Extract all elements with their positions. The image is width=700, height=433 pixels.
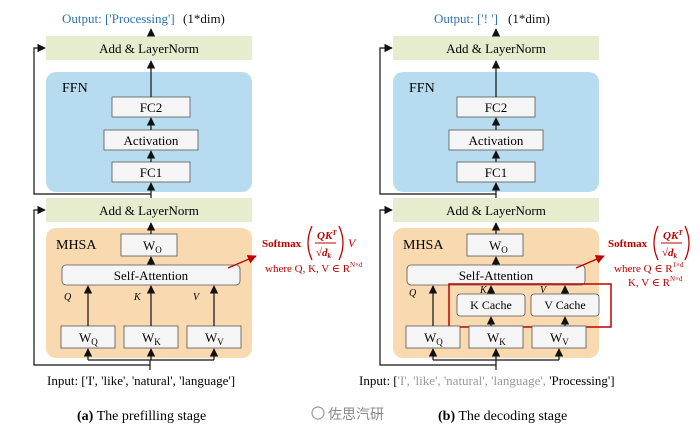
self-attention-label-b: Self-Attention	[459, 268, 534, 283]
sqrt-dk-a: √dk	[316, 247, 332, 260]
v-label: V	[193, 292, 201, 303]
weibo-icon	[311, 406, 325, 420]
softmax-arrow-a	[227, 255, 257, 269]
q-label-b: Q	[409, 288, 417, 299]
qk-numerator-a: QKT	[317, 229, 337, 242]
wo-box	[120, 233, 178, 257]
output-label: Output: ['Processing']	[62, 11, 175, 26]
mhsa-label-b: MHSA	[403, 238, 444, 253]
sqrt-dk-b: √dk	[662, 247, 678, 260]
fc1-label: FC1	[140, 165, 162, 180]
k-cache-label: K Cache	[470, 298, 512, 312]
mhsa-label: MHSA	[56, 238, 97, 253]
qk-numerator-b: QKT	[663, 229, 683, 242]
softmax-where-b1: where Q ∈ R1×d	[614, 261, 684, 275]
arrows-panel-b	[379, 28, 570, 370]
mid-add-layernorm-box-b	[393, 198, 599, 222]
output-label-b: Output: ['! ']	[434, 11, 498, 26]
softmax-where-a: where Q, K, V ∈ RN×d	[265, 261, 363, 275]
wv-label: WV	[205, 330, 224, 347]
wq-label: WQ	[79, 330, 98, 347]
mid-add-layernorm-label: Add & LayerNorm	[99, 203, 199, 218]
mid-add-layernorm-box	[46, 198, 252, 222]
wo-label-b: WO	[489, 238, 508, 255]
softmax-word-a: Softmax	[262, 238, 302, 250]
mhsa-block-b	[393, 228, 599, 358]
ffn-label-b: FFN	[409, 81, 435, 96]
q-label: Q	[64, 292, 72, 303]
softmax-where-b2: K, V ∈ RN×d	[628, 275, 683, 289]
top-add-layernorm-label: Add & LayerNorm	[99, 41, 199, 56]
watermark-text: 佐思汽研	[328, 407, 384, 423]
mid-add-layernorm-label-b: Add & LayerNorm	[446, 203, 546, 218]
caption-b: (b) The decoding stage	[438, 409, 567, 424]
wq-label-b: WQ	[424, 330, 443, 347]
softmax-arrow-b	[575, 255, 605, 269]
k-label-b: K	[479, 285, 488, 296]
input-label-b: Input: ['I', 'like', 'natural', 'languag…	[359, 373, 615, 388]
wk-label-b: WK	[487, 330, 506, 347]
ffn-label: FFN	[62, 81, 88, 96]
self-attention-label: Self-Attention	[114, 268, 189, 283]
panel-decoding: Output: ['! '] (1*dim) Add & LayerNorm F…	[359, 11, 690, 424]
softmax-word-b: Softmax	[608, 238, 648, 250]
fc2-label: FC2	[140, 100, 162, 115]
wv-box-b	[531, 325, 587, 349]
softmax-formula-a: Softmax QKT √dk V where Q, K, V ∈ RN×d	[262, 225, 363, 275]
k-label: K	[133, 292, 142, 303]
fc2-label-b: FC2	[485, 100, 507, 115]
wk-box-b	[468, 325, 524, 349]
activation-label: Activation	[124, 133, 179, 148]
fc1-label-b: FC1	[485, 165, 507, 180]
kv-cache-highlight	[448, 283, 612, 328]
v-label-b: V	[540, 285, 548, 296]
input-label: Input: ['I', 'like', 'natural', 'languag…	[47, 373, 235, 388]
wv-label-b: WV	[550, 330, 569, 347]
activation-label-b: Activation	[469, 133, 524, 148]
top-add-layernorm-box-b	[393, 36, 599, 60]
wk-label: WK	[142, 330, 161, 347]
output-dim: (1*dim)	[183, 11, 225, 26]
caption-a: (a) The prefilling stage	[77, 409, 206, 424]
softmax-formula-b: Softmax QKT √dk where Q ∈ R1×d K, V ∈ RN…	[608, 225, 690, 289]
wo-label: WO	[143, 238, 162, 255]
v-cache-label: V Cache	[544, 298, 585, 312]
watermark: 佐思汽研	[311, 406, 384, 423]
top-add-layernorm-label-b: Add & LayerNorm	[446, 41, 546, 56]
top-add-layernorm-box	[46, 36, 252, 60]
arrows-panel-a	[33, 28, 219, 370]
output-dim-b: (1*dim)	[508, 11, 550, 26]
wo-box-b	[466, 233, 524, 257]
v-factor-a: V	[348, 236, 357, 250]
panel-prefilling: Output: ['Processing'] (1*dim) Add & Lay…	[33, 11, 363, 424]
